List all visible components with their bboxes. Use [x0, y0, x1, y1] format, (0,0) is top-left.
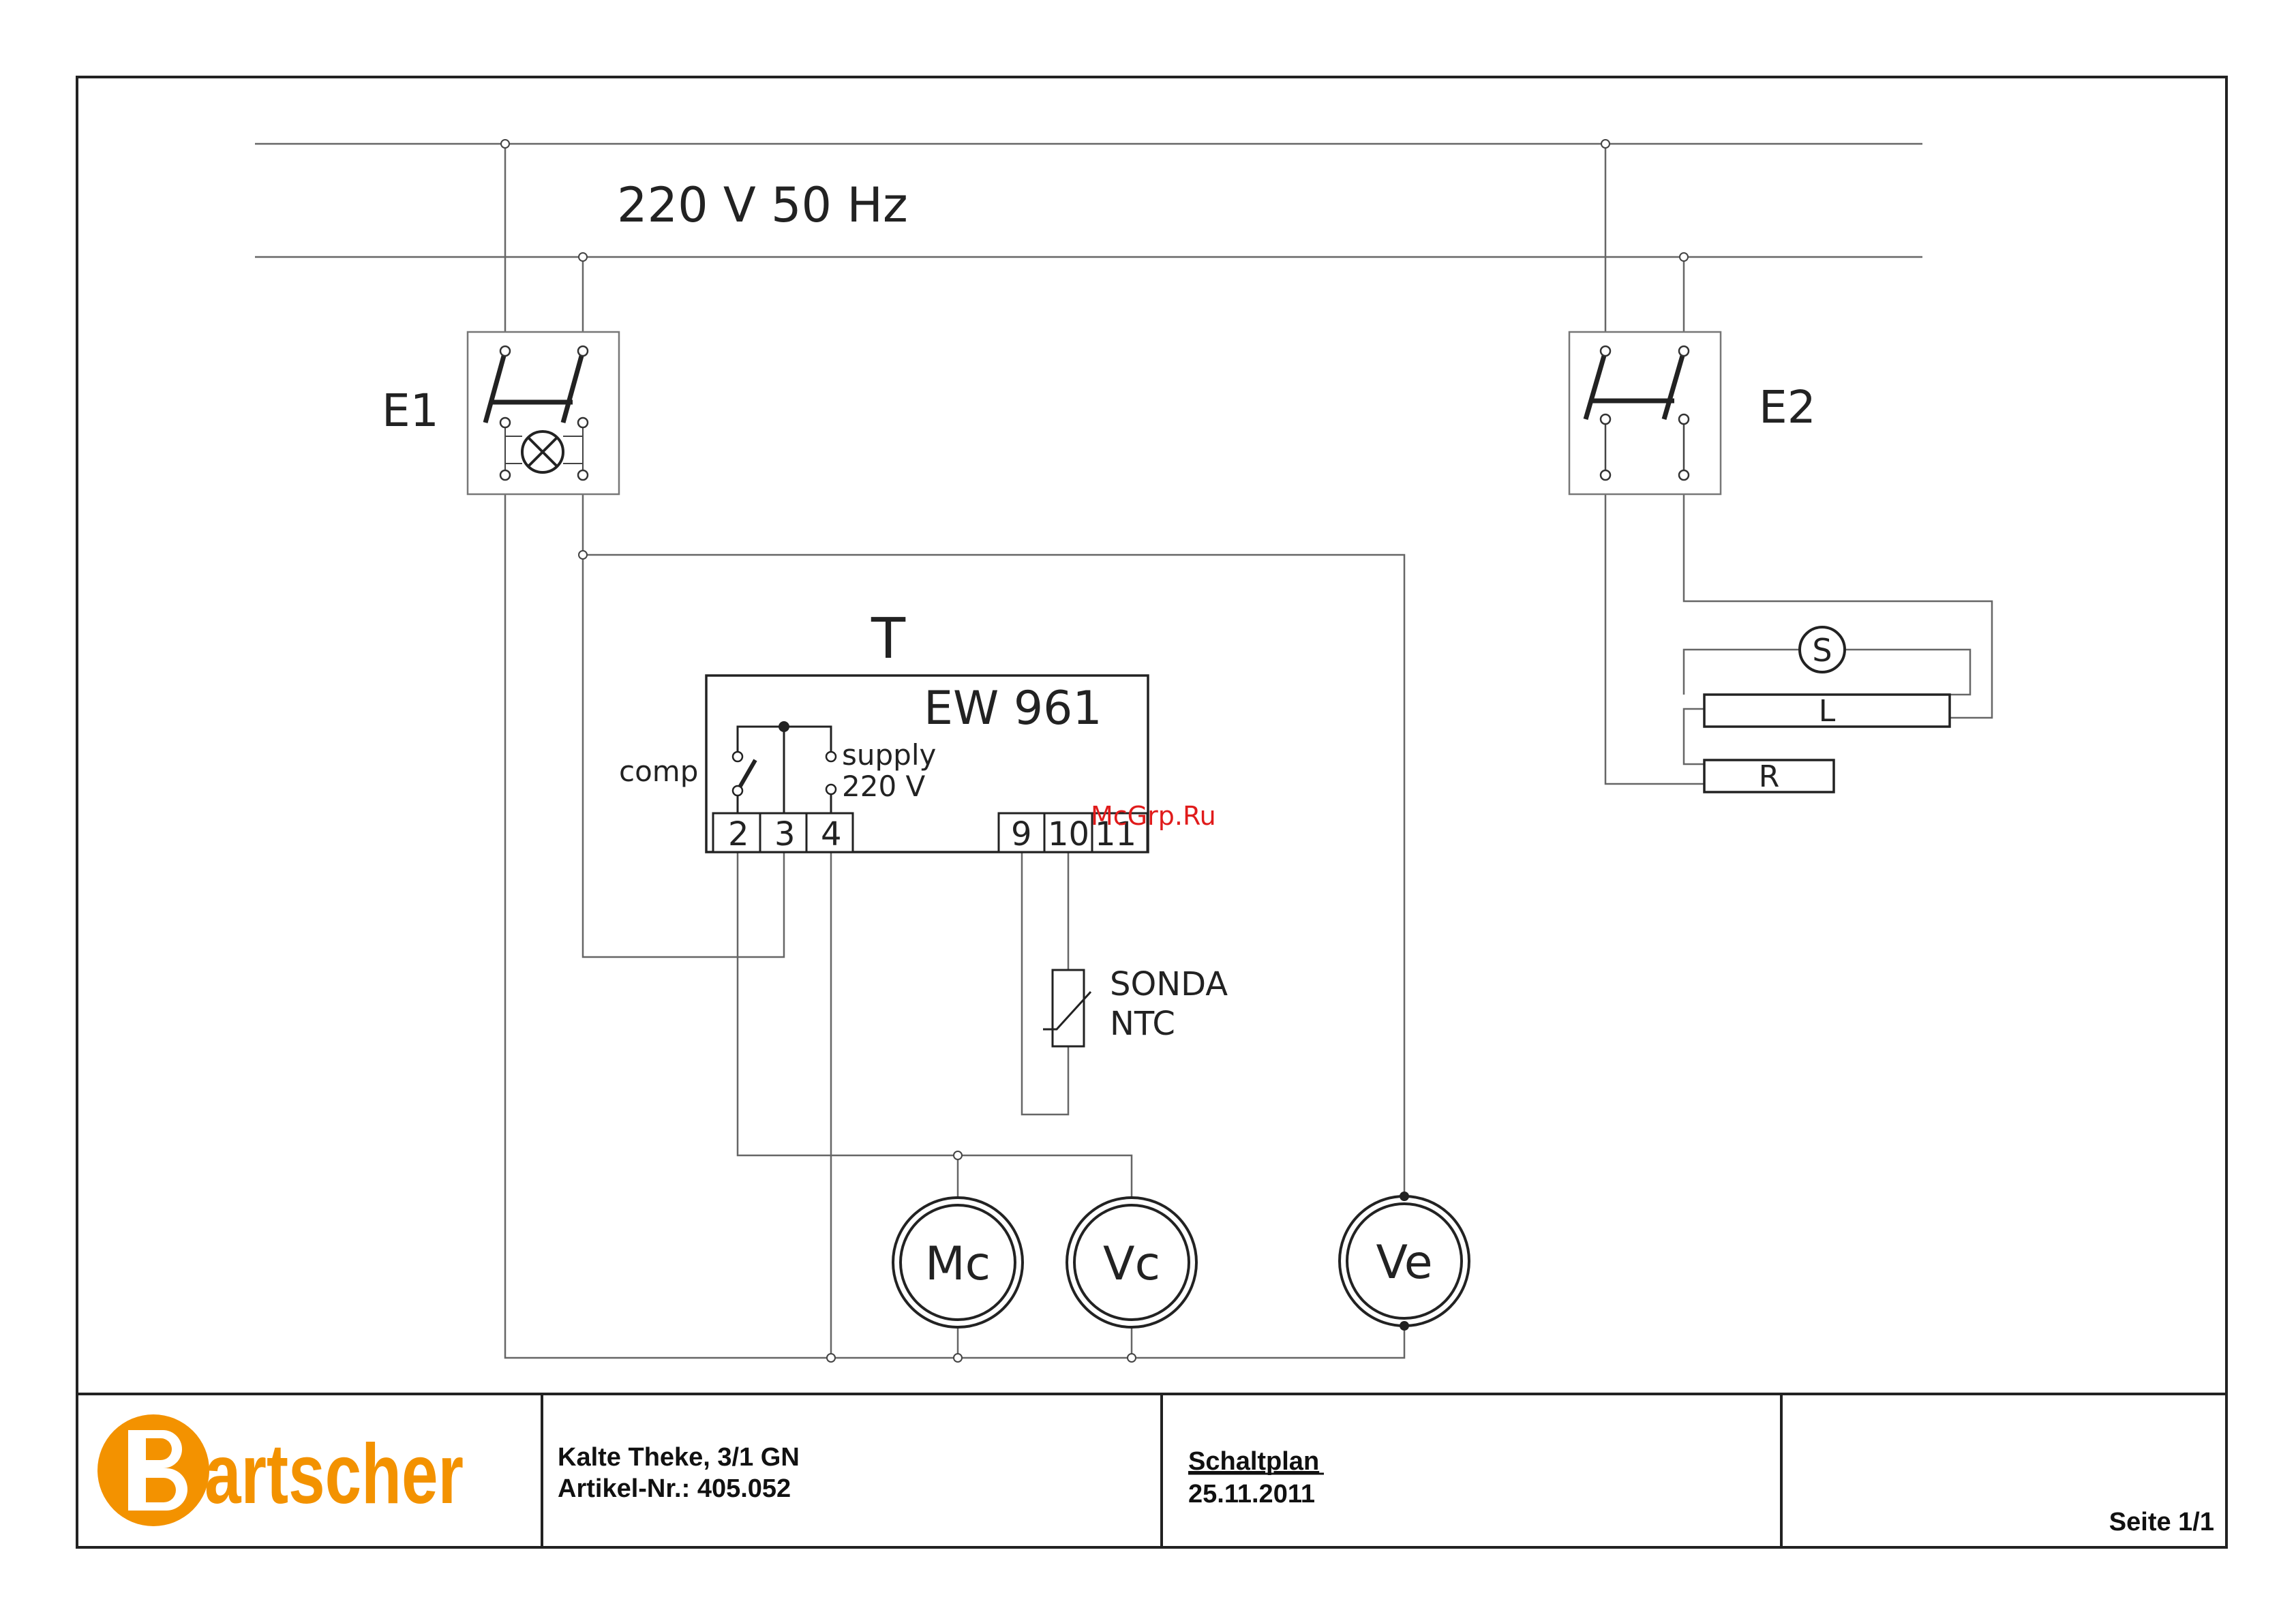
thermostat-ew961: T EW 961 2 3 4 9 10 11 comp supply	[619, 607, 1148, 853]
load-l-label: L	[1819, 694, 1836, 729]
terminal-10: 10	[1048, 815, 1089, 853]
product-name: Kalte Theke, 3/1 GN	[558, 1443, 800, 1472]
ntc-probe: SONDA NTC	[1043, 965, 1228, 1046]
motor-vc-label: Vc	[1103, 1237, 1160, 1291]
motor-mc-label: Mc	[925, 1237, 991, 1291]
supply-terminal-voltage: 220 V	[842, 770, 926, 803]
load-r-label: R	[1759, 759, 1780, 794]
probe-label-line2: NTC	[1110, 1005, 1175, 1043]
motor-mc: Mc	[893, 1198, 1023, 1327]
comp-label: comp	[619, 755, 698, 788]
heater-loads: S L R	[1704, 627, 1950, 794]
document-date: 25.11.2011	[1188, 1480, 1315, 1508]
terminal-3: 3	[774, 815, 796, 853]
thermostat-model: EW 961	[924, 682, 1102, 735]
thermostat-letter: T	[871, 607, 906, 671]
load-s-label: S	[1812, 632, 1832, 669]
terminal-4: 4	[821, 815, 842, 853]
article-number: Artikel-Nr.: 405.052	[558, 1474, 791, 1503]
switch-e1: E1	[382, 332, 619, 494]
switch-e2-label: E2	[1759, 381, 1816, 434]
switch-e2: E2	[1569, 332, 1816, 494]
document-type: Schaltplan	[1188, 1447, 1319, 1476]
page-number: Seite 1/1	[2109, 1508, 2214, 1536]
supply-voltage-label: 220 V 50 Hz	[617, 177, 908, 233]
switch-e1-label: E1	[382, 384, 439, 437]
motor-ve: Ve	[1340, 1192, 1469, 1331]
bartscher-logo: artscher	[97, 1414, 464, 1526]
svg-text:artscher: artscher	[205, 1427, 464, 1521]
motor-vc: Vc	[1067, 1198, 1196, 1327]
supply-terminal-label: supply	[842, 738, 936, 772]
motor-ve-label: Ve	[1376, 1236, 1432, 1290]
title-block: artscher Kalte Theke, 3/1 GN Artikel-Nr.…	[77, 1394, 2226, 1547]
probe-label-line1: SONDA	[1110, 965, 1228, 1003]
terminal-9: 9	[1011, 815, 1032, 853]
terminal-2: 2	[728, 815, 749, 853]
watermark: McGrp.Ru	[1091, 801, 1216, 831]
